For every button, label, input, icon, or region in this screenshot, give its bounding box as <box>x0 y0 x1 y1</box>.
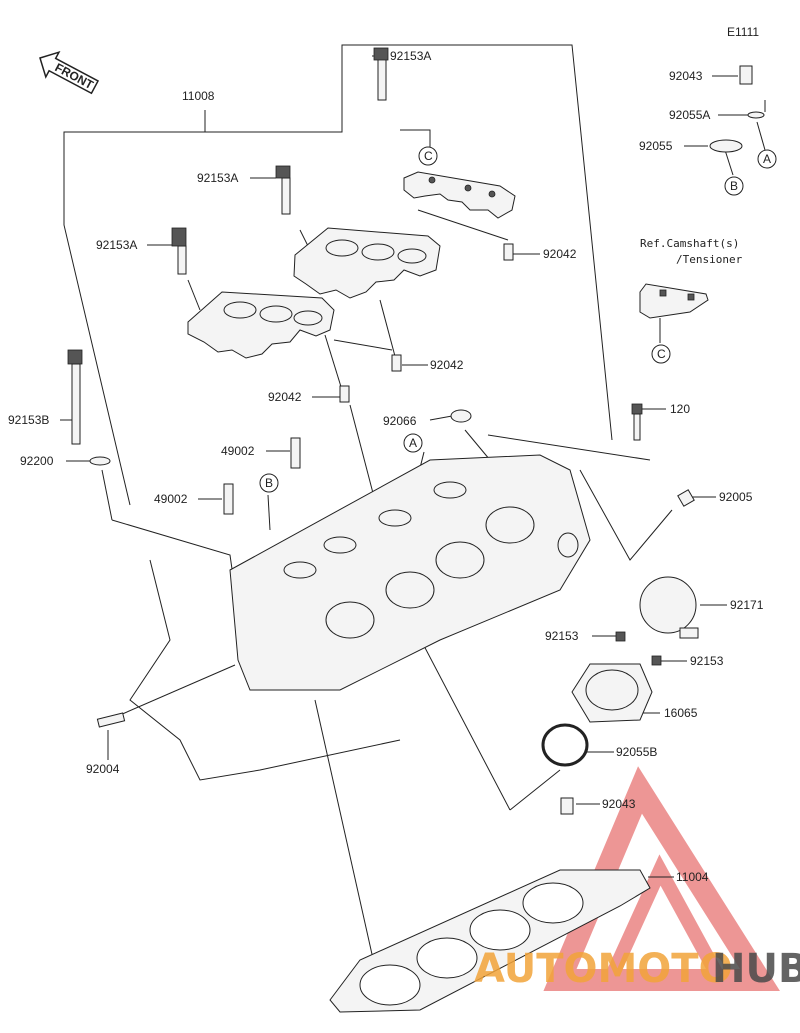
callout-c1: C <box>424 149 433 163</box>
callout-b2: B <box>730 179 738 193</box>
label-92153-b: 92153 <box>690 654 724 668</box>
label-92055: 92055 <box>639 139 673 153</box>
label-92004: 92004 <box>86 762 120 776</box>
long-bolt-92153B <box>67 349 111 466</box>
label-11004: 11004 <box>676 870 709 884</box>
label-49002-a: 49002 <box>221 444 255 458</box>
label-92005: 92005 <box>719 490 753 504</box>
ref-tensioner-bracket <box>639 283 709 319</box>
o-ring-92055B <box>541 723 589 767</box>
callout-a1: A <box>409 436 417 450</box>
assembly-outline <box>63 44 613 506</box>
label-92042-b: 92042 <box>430 358 464 372</box>
label-92153A-left: 92153A <box>96 238 137 252</box>
head-gasket-11004 <box>329 869 651 1013</box>
label-92055B: 92055B <box>616 745 657 759</box>
stud-92004 <box>96 712 126 728</box>
label-16065: 16065 <box>664 706 698 720</box>
callout-circles: C A B A B C <box>259 146 777 493</box>
label-92042-a: 92042 <box>543 247 577 261</box>
label-92043-top: 92043 <box>669 69 703 83</box>
watermark-part1: AUTOMOTO <box>474 946 733 992</box>
callout-circle-c2 <box>651 344 671 364</box>
holder-16065 <box>571 663 653 723</box>
label-92153B: 92153B <box>8 413 49 427</box>
callout-circle-a1 <box>403 433 423 453</box>
label-92153-a: 92153 <box>545 629 579 643</box>
label-92153A-top: 92153A <box>390 49 431 63</box>
watermark-text: AUTOMOTO HUB <box>474 946 800 992</box>
label-92200: 92200 <box>20 454 54 468</box>
front-arrow-icon: FRONT <box>39 50 100 95</box>
label-92171: 92171 <box>730 598 764 612</box>
callout-c2: C <box>657 347 666 361</box>
fitting-92005 <box>677 489 695 507</box>
label-92055A: 92055A <box>669 108 710 122</box>
diagram-code: E1111 <box>727 25 759 39</box>
callout-circle-b1 <box>259 473 279 493</box>
callout-circle-a2 <box>757 149 777 169</box>
label-92153A-mid: 92153A <box>197 171 238 185</box>
bolt-120 <box>631 403 643 441</box>
screws-92153 <box>615 631 662 666</box>
callout-circle-c1 <box>418 146 438 166</box>
clamp-92171 <box>639 576 699 639</box>
label-49002-b: 49002 <box>154 492 188 506</box>
label-11008: 11008 <box>182 89 215 103</box>
plug-92066 <box>450 409 472 423</box>
cylinder-head <box>229 454 591 691</box>
dowel-92043-bottom <box>560 797 574 815</box>
label-92066: 92066 <box>383 414 417 428</box>
label-120: 120 <box>670 402 690 416</box>
camshaft-holder-lower <box>171 227 335 359</box>
camshaft-cap-upper <box>373 47 516 219</box>
dowel-pins <box>339 65 765 403</box>
label-92043-bottom: 92043 <box>602 797 636 811</box>
valve-guides <box>223 437 301 515</box>
camshaft-holder-middle <box>275 165 441 299</box>
ref-note-line2: /Tensioner <box>676 253 743 266</box>
label-92042-c: 92042 <box>268 390 302 404</box>
part-labels: 11008 92153A 92153A 92153A 92043 92055A … <box>8 49 764 884</box>
callout-a2: A <box>763 152 771 166</box>
callout-b1: B <box>265 476 273 490</box>
ref-note-line1: Ref.Camshaft(s) <box>640 237 739 250</box>
callout-circle-b2 <box>724 176 744 196</box>
watermark-part2: HUB <box>712 946 800 992</box>
